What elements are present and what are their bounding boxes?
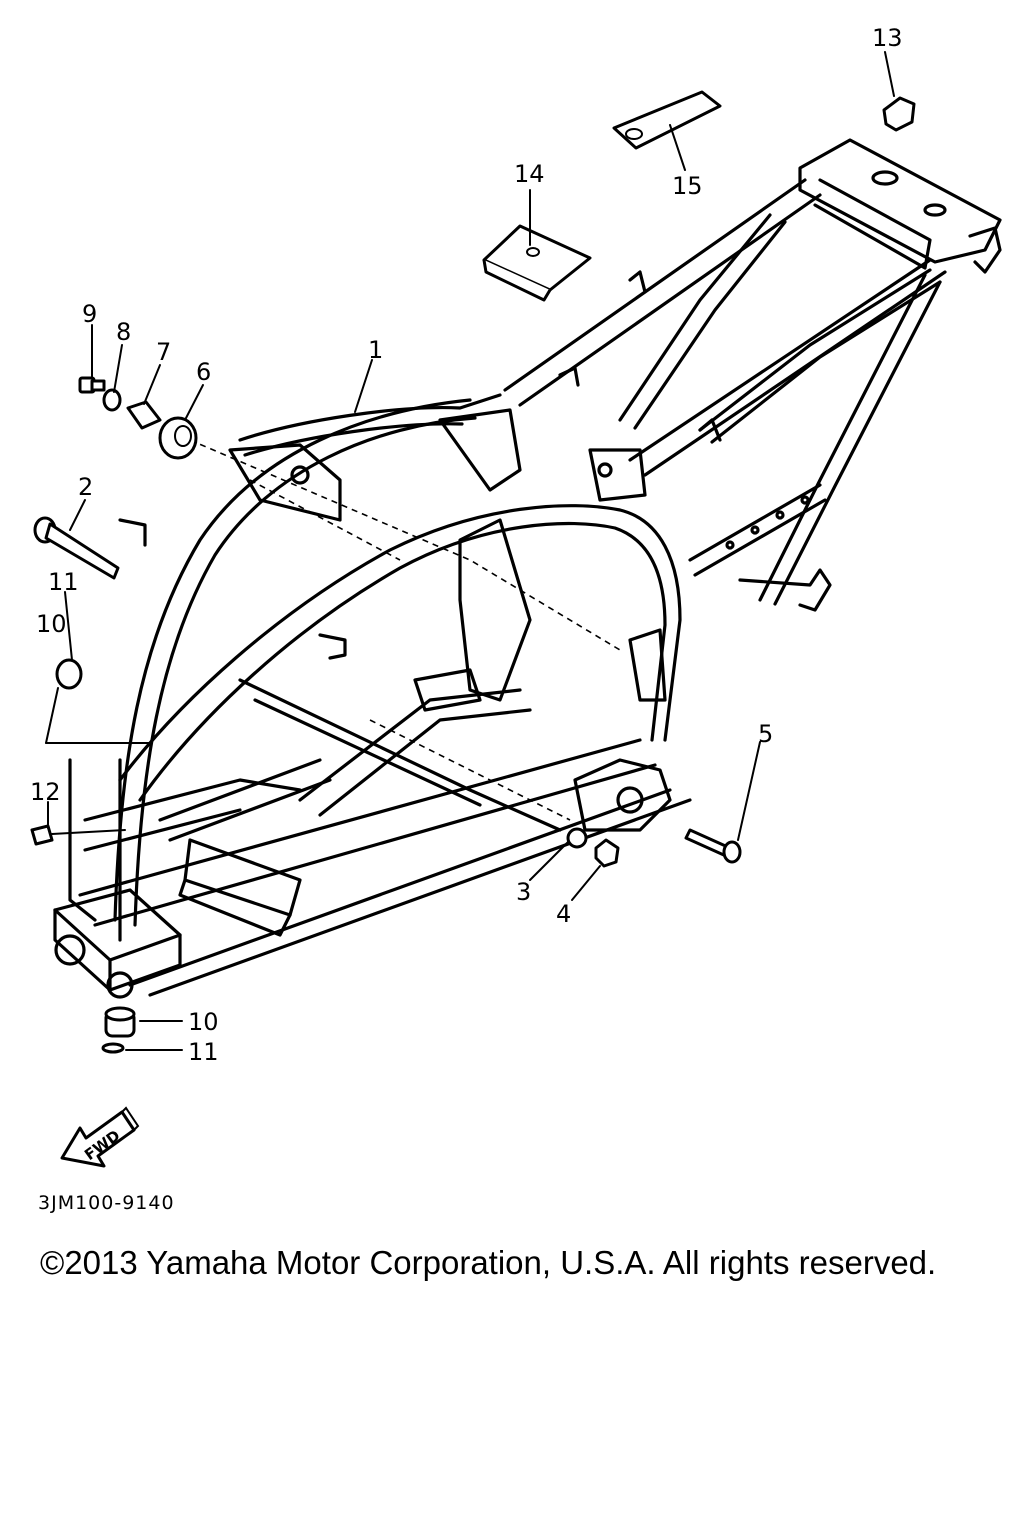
- part-3-washer: [566, 827, 588, 849]
- part-7-collar: [126, 400, 162, 430]
- callout-9: 9: [82, 300, 97, 328]
- callout-11-lower: 11: [188, 1038, 219, 1066]
- part-5-bolt: [684, 828, 742, 864]
- callout-15: 15: [672, 172, 703, 200]
- callout-10-upper: 10: [36, 610, 67, 638]
- callout-10-lower: 10: [188, 1008, 219, 1036]
- callout-4: 4: [556, 900, 571, 928]
- part-12-nipple: [30, 824, 54, 846]
- callout-1: 1: [368, 336, 383, 364]
- callout-6: 6: [196, 358, 211, 386]
- leader-lines: [45, 51, 895, 1051]
- copyright-notice: ©2013 Yamaha Motor Corporation, U.S.A. A…: [40, 1244, 937, 1281]
- part-4-nut: [594, 838, 620, 868]
- part-9-bolt: [78, 376, 106, 394]
- callout-8: 8: [116, 318, 131, 346]
- callout-2: 2: [78, 473, 93, 501]
- main-frame: [53, 138, 1002, 999]
- callout-13: 13: [872, 24, 903, 52]
- part-8-washer: [102, 388, 122, 412]
- part-15-label: [612, 90, 722, 150]
- callout-12: 12: [30, 778, 61, 806]
- part-2-bolt: [33, 516, 120, 580]
- callout-11-upper: 11: [48, 568, 79, 596]
- callout-7: 7: [156, 338, 171, 366]
- part-10-damper-lower: [104, 1006, 136, 1038]
- fwd-arrow-icon: FWD: [60, 1106, 140, 1168]
- diagram-code: 3JM100-9140: [38, 1192, 175, 1214]
- part-10-damper-upper: [55, 658, 83, 690]
- frame-exploded-diagram: 13 15 14 1 9 8 7 6 2 11 10 12 5 3 4 10 1…: [30, 24, 1002, 1168]
- part-13-cap: [882, 96, 916, 132]
- part-14-pad: [482, 224, 592, 302]
- callouts: 13 15 14 1 9 8 7 6 2 11 10 12 5 3 4 10 1…: [30, 24, 903, 1066]
- part-6-bushing: [158, 416, 198, 460]
- callout-5: 5: [758, 720, 773, 748]
- callout-3: 3: [516, 878, 531, 906]
- callout-14: 14: [514, 160, 545, 188]
- part-11-clip-lower: [101, 1042, 125, 1054]
